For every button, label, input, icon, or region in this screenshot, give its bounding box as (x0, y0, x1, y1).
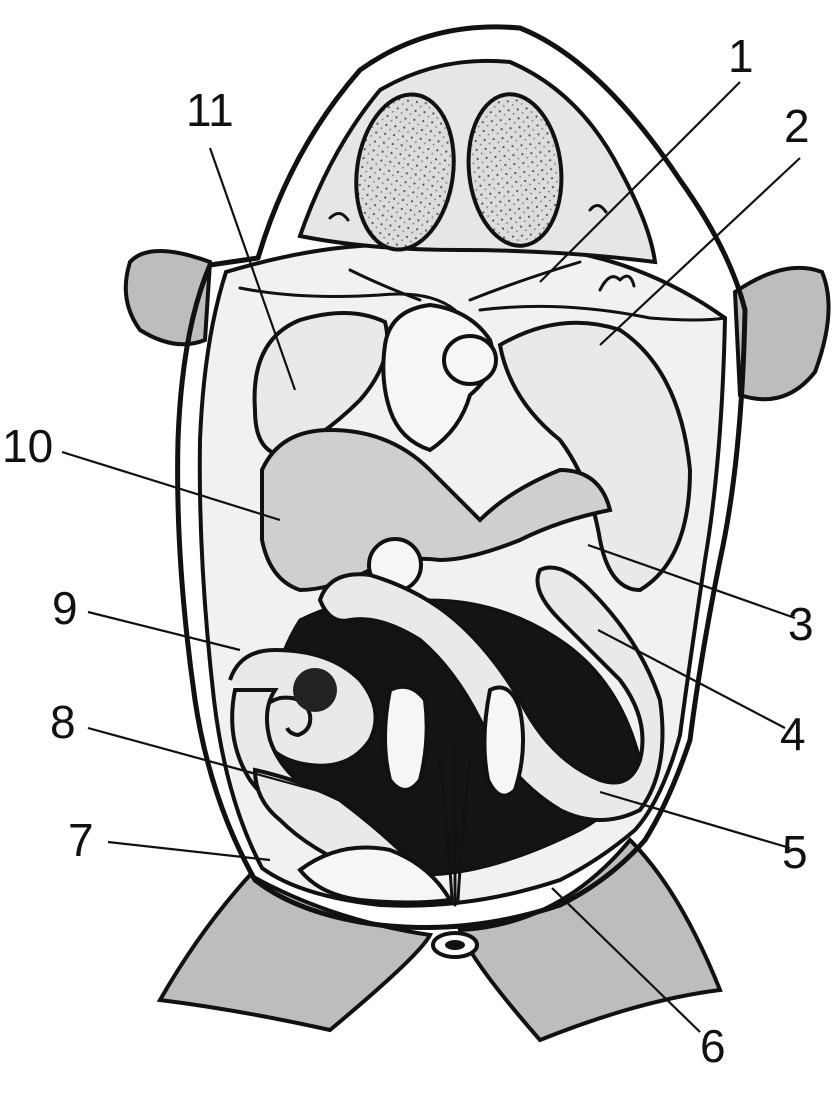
callout-7: 7 (68, 814, 94, 866)
callout-5: 5 (782, 826, 808, 878)
callout-11: 11 (186, 84, 234, 136)
intestine-lumen (293, 668, 337, 712)
skull-region (300, 61, 655, 262)
right-forelimb-stump (735, 268, 829, 399)
cloaca-inner (445, 940, 465, 950)
callout-1: 1 (728, 30, 754, 82)
callout-2: 2 (784, 100, 810, 152)
callout-6: 6 (700, 1020, 726, 1072)
callout-3: 3 (788, 598, 814, 650)
callout-9: 9 (52, 582, 78, 634)
left-kidney (385, 687, 427, 790)
leader-7 (108, 842, 270, 860)
right-kidney (484, 688, 523, 796)
callout-4: 4 (780, 708, 806, 760)
heart-atrium (444, 336, 496, 384)
callout-10: 10 (2, 420, 53, 472)
callout-8: 8 (50, 696, 76, 748)
